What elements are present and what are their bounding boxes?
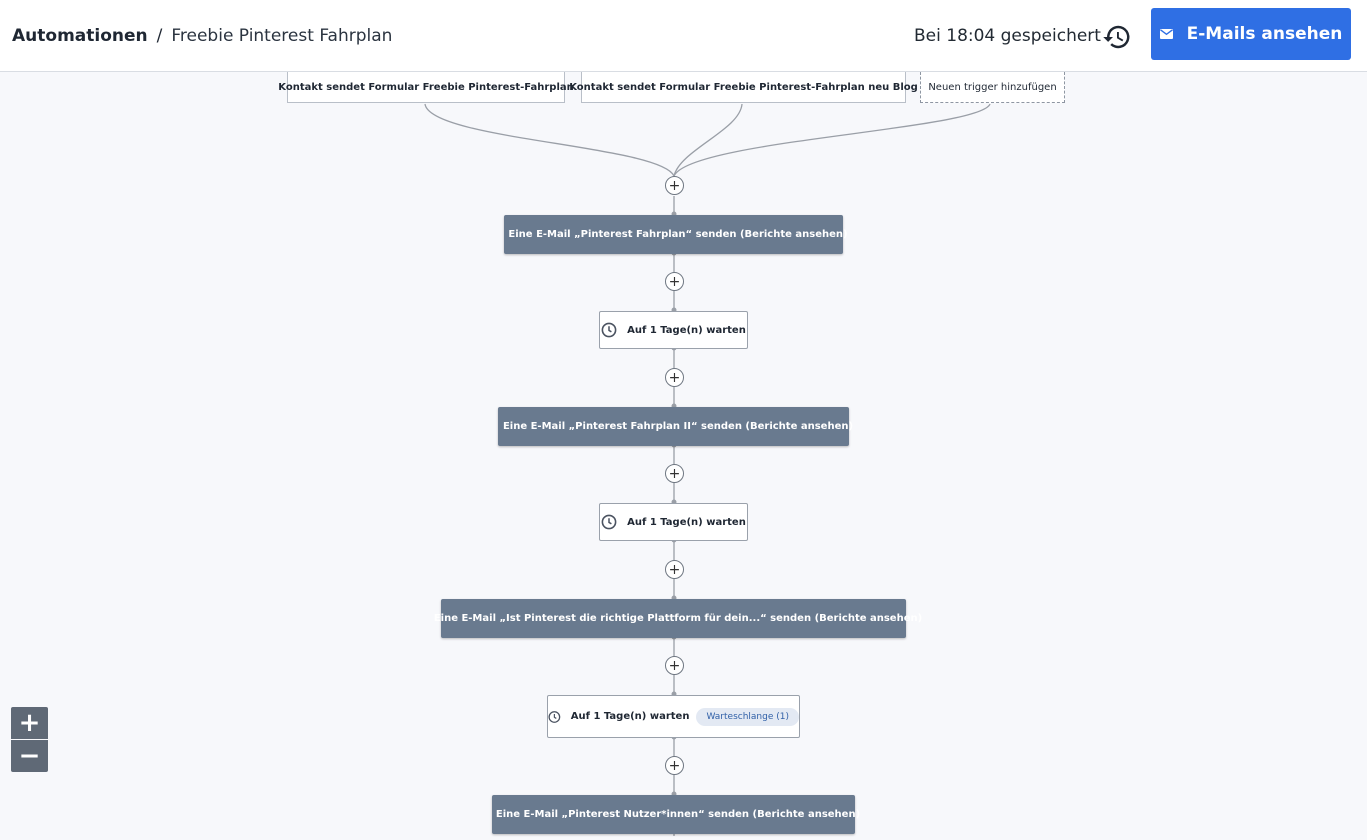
add-step-button[interactable]: + [665,756,684,775]
wait-step-label: Auf 1 Tage(n) warten [627,516,746,528]
zoom-in-button[interactable]: + [11,707,48,739]
email-step-label: Eine E-Mail „Ist Pinterest die richtige … [433,613,923,624]
email-step[interactable]: Eine E-Mail „Pinterest Nutzer*innen“ sen… [492,795,860,834]
wait-step[interactable]: Auf 1 Tage(n) warten [599,503,748,541]
plus-icon: + [668,657,681,674]
clock-icon [548,710,561,723]
email-step-label: Eine E-Mail „Pinterest Fahrplan“ senden … [508,229,848,240]
wait-step[interactable]: Auf 1 Tage(n) warten [599,311,748,349]
wait-step-label: Auf 1 Tage(n) warten [627,324,746,336]
email-step[interactable]: Eine E-Mail „Pinterest Fahrplan II“ send… [498,407,853,446]
plus-icon: + [18,708,41,738]
add-step-button[interactable]: + [665,272,684,291]
trigger-form-pinterest-fahrplan-blog[interactable]: Kontakt sendet Formular Freebie Pinteres… [569,72,918,103]
breadcrumb-separator: / [156,26,163,46]
zoom-out-button[interactable]: − [11,740,48,772]
breadcrumb: Automationen / Freebie Pinterest Fahrpla… [12,0,392,72]
add-trigger-label: Neuen trigger hinzufügen [928,81,1057,93]
plus-icon: + [668,757,681,774]
add-step-button[interactable]: + [665,464,684,483]
email-step[interactable]: Eine E-Mail „Pinterest Fahrplan“ senden … [504,215,848,254]
email-step-label: Eine E-Mail „Pinterest Fahrplan II“ send… [502,421,854,432]
add-step-button[interactable]: + [665,656,684,675]
view-emails-button[interactable]: E-Mails ansehen [1151,8,1351,60]
trigger-label: Kontakt sendet Formular Freebie Pinteres… [278,81,574,93]
add-step-button[interactable]: + [665,176,684,195]
history-icon[interactable] [1102,22,1132,52]
add-trigger-button[interactable]: Neuen trigger hinzufügen [920,72,1065,103]
queue-badge[interactable]: Warteschlange (1) [696,707,799,726]
wait-step[interactable]: Auf 1 Tage(n) warten Warteschlange (1) [547,695,800,738]
add-step-button[interactable]: + [665,368,684,387]
plus-icon: + [668,273,681,290]
add-step-button[interactable]: + [665,560,684,579]
minus-icon: − [18,741,41,771]
wait-step-label: Auf 1 Tage(n) warten [570,711,690,722]
view-emails-label: E-Mails ansehen [1186,24,1343,44]
plus-icon: + [668,369,681,386]
clock-icon [601,322,617,338]
email-step-label: Eine E-Mail „Pinterest Nutzer*innen“ sen… [495,809,861,820]
trigger-label: Kontakt sendet Formular Freebie Pinteres… [569,81,918,93]
plus-icon: + [668,561,681,578]
page-title: Freebie Pinterest Fahrplan [171,26,393,46]
top-bar: Automationen / Freebie Pinterest Fahrpla… [0,0,1367,72]
envelope-icon [1159,29,1173,39]
plus-icon: + [668,465,681,482]
clock-icon [601,514,617,530]
email-step[interactable]: Eine E-Mail „Ist Pinterest die richtige … [434,599,922,638]
breadcrumb-root-link[interactable]: Automationen [12,26,148,46]
save-status: Bei 18:04 gespeichert [914,26,1101,46]
plus-icon: + [668,177,681,194]
trigger-form-pinterest-fahrplan[interactable]: Kontakt sendet Formular Freebie Pinteres… [278,72,574,103]
